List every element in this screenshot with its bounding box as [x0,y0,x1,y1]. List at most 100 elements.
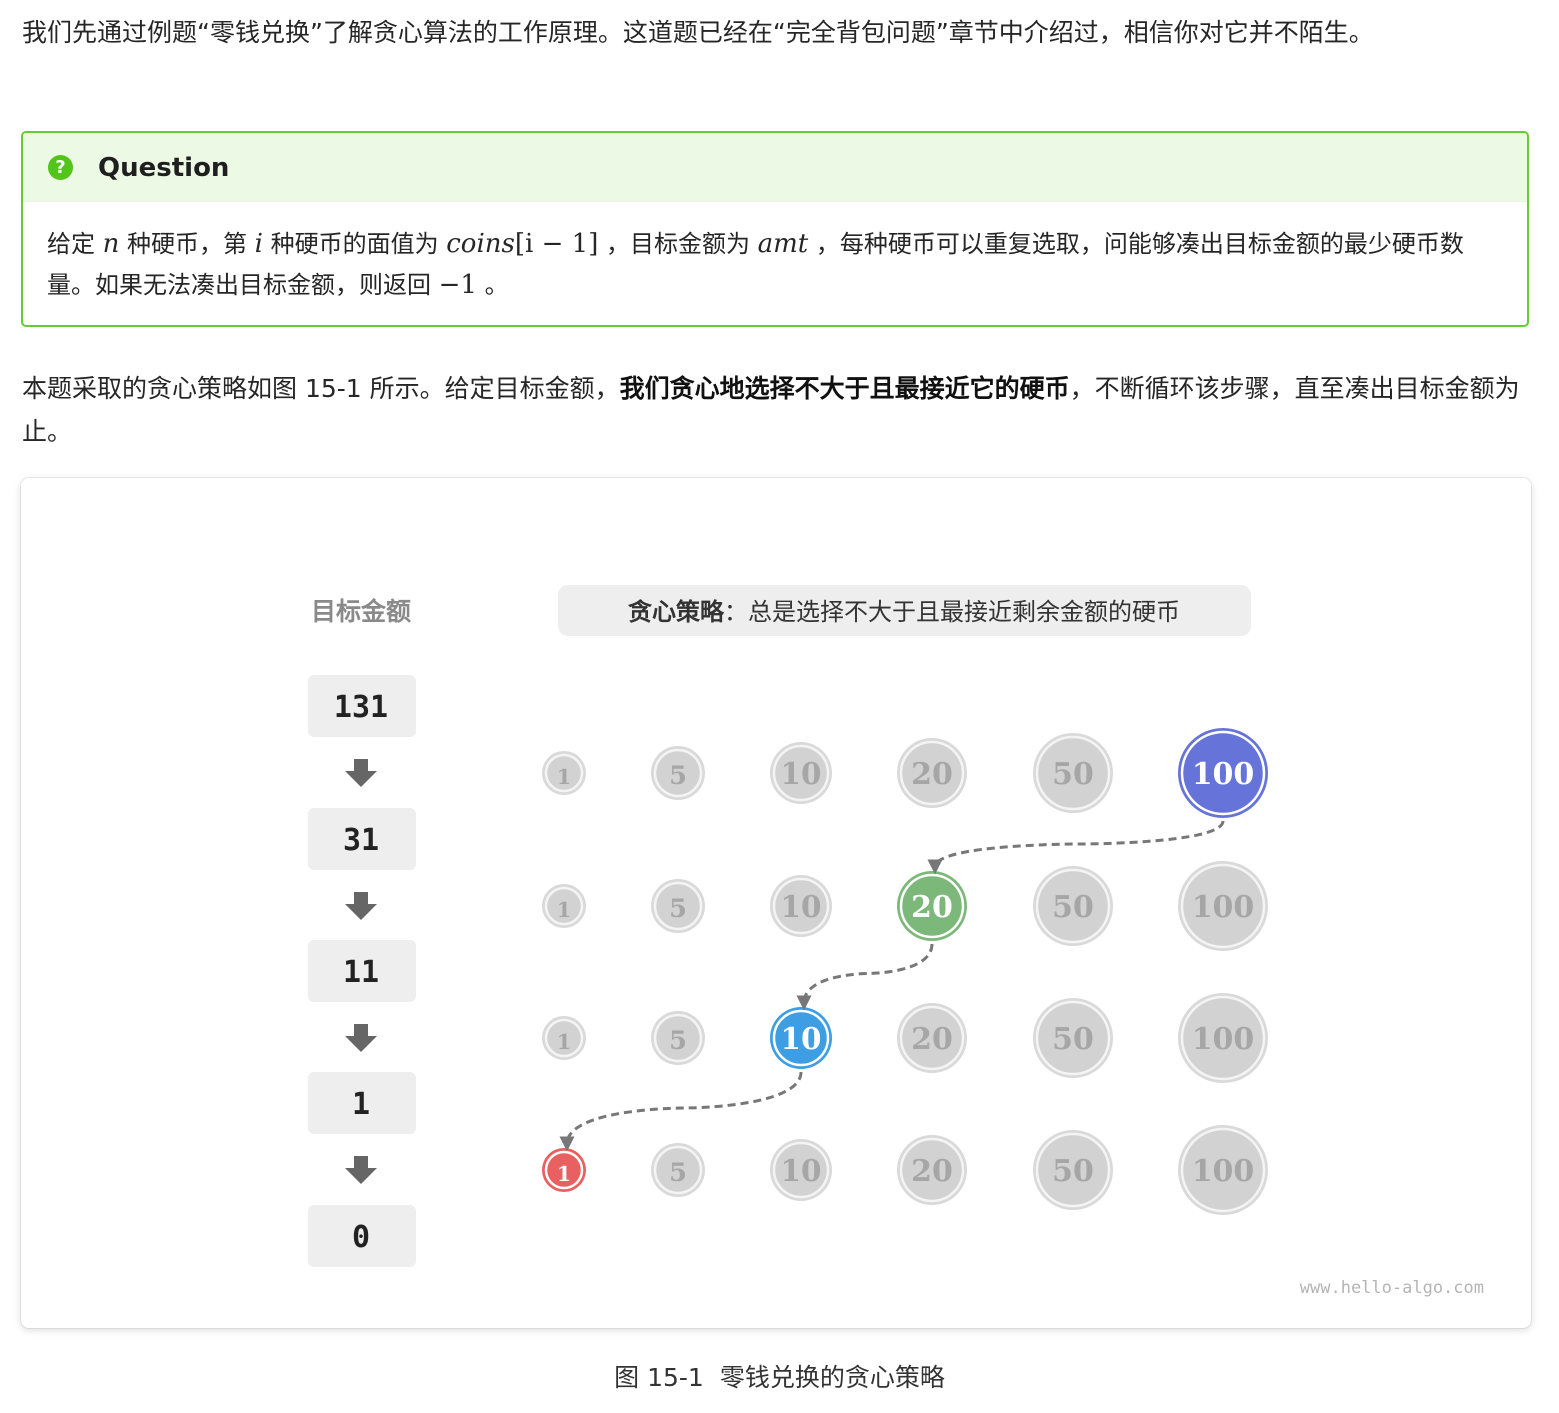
amount-box [308,808,416,870]
figure-caption: 图 15-1 零钱兑换的贪心策略 [0,1358,1559,1394]
coin-value: 100 [1192,1022,1255,1057]
watermark: www.hello-algo.com [1300,1278,1484,1298]
coin-ring [544,753,584,793]
coin-ring [772,1141,830,1199]
question-title: Question [98,152,230,183]
coin-selected-1 [542,1148,586,1192]
coin-ring [1035,735,1111,811]
coin-value: 20 [911,1154,953,1189]
coin-ring [653,1145,703,1195]
math-coins-index: [i − 1] [514,229,599,259]
question-circle-icon: ? [48,155,73,180]
strategy-text: ，不断循环该步骤，直至凑出目标金额为止。 [22,374,1520,446]
math-i: i [254,229,263,259]
question-text: 给定 [47,230,103,258]
coin-ring [1180,1127,1266,1213]
coin-value: 50 [1052,1154,1094,1189]
coin-ring [899,740,965,806]
coin-value: 1 [557,897,572,922]
amount-box [308,940,416,1002]
coin-ring [772,1009,830,1067]
coin-value: 10 [781,1021,822,1056]
coin-ring [1180,863,1266,949]
coin-value: 10 [781,1153,822,1188]
coin-ring [544,1150,584,1190]
question-text: ，目标金额为 [598,230,758,258]
coin-ring [1035,868,1111,944]
greedy-step-arrow [927,820,1225,875]
coin-value: 5 [669,1158,687,1188]
caption-number: 图 15-1 [614,1363,704,1392]
coin-value: 5 [669,894,687,924]
math-minus-one: −1 [438,270,477,300]
coin-ring [544,886,584,926]
coin-ring [544,1018,584,1058]
coin-ring [1035,1132,1111,1208]
coin-ring [653,748,703,798]
strategy-label-rest: ：总是选择不大于且最接近剩余金额的硬币 [724,598,1180,626]
down-arrow-icon [345,892,377,920]
coin-selected-20 [897,871,967,941]
amount-value: 131 [334,690,388,725]
coin-value: 1 [557,1161,572,1186]
coin-ring [772,877,830,935]
amount-value: 0 [352,1220,370,1255]
amount-value: 1 [352,1087,370,1122]
coin-value: 50 [1052,757,1094,792]
coin-value: 20 [911,890,953,925]
coin-ring [1035,1000,1111,1076]
coin-ring [899,1137,965,1203]
coin-ring [899,1005,965,1071]
math-n: n [102,229,120,259]
coin-value: 100 [1192,1154,1255,1189]
coin-value: 20 [911,1022,953,1057]
coin-value: 100 [1192,757,1255,792]
question-body: 给定 n 种硬币，第 i 种硬币的面值为 coins[i − 1] ，目标金额为… [23,202,1527,306]
coin-selected-10 [770,1007,832,1069]
question-text: 种硬币的面值为 [262,230,447,258]
coin-value: 1 [557,764,572,789]
question-text: 种硬币，第 [119,230,255,258]
down-arrow-icon [345,1156,377,1184]
coin-ring [1180,995,1266,1081]
amount-box [308,1205,416,1267]
strategy-text: 本题采取的贪心策略如图 15-1 所示。给定目标金额， [22,374,620,403]
coin-value: 50 [1052,1022,1094,1057]
strategy-label-bold: 贪心策略 [628,598,725,626]
amount-box [308,675,416,737]
coin-ring [1180,730,1266,816]
coin-value: 1 [557,1029,572,1054]
coin-ring [899,873,965,939]
caption-text: 零钱兑换的贪心策略 [719,1363,945,1392]
question-text: 。 [476,271,509,299]
coin-ring [772,744,830,802]
coin-value: 50 [1052,890,1094,925]
coin-value: 10 [781,889,822,924]
coin-value: 100 [1192,890,1255,925]
math-amt: amt [757,229,809,259]
coin-value: 5 [669,1026,687,1056]
question-text: ，每种硬币可以重复选取，问能够凑出目标金额的最少硬币数量。如果无法凑出目标金额，… [47,230,1464,299]
strategy-label: 贪心策略：总是选择不大于且最接近剩余金额的硬币 [628,598,1180,626]
coin-ring [653,881,703,931]
math-coins: coins [446,229,515,259]
greedy-step-arrow [796,943,934,1011]
greedy-step-arrow [559,1071,803,1152]
amount-value: 11 [343,955,379,990]
down-arrow-icon [345,759,377,787]
down-arrow-icon [345,1024,377,1052]
question-admonition: ? Question 给定 n 种硬币，第 i 种硬币的面值为 coins[i … [21,131,1529,327]
question-header[interactable]: ? Question [23,133,1527,202]
strategy-paragraph: 本题采取的贪心策略如图 15-1 所示。给定目标金额，我们贪心地选择不大于且最接… [22,367,1532,453]
intro-paragraph: 我们先通过例题“零钱兑换”了解贪心算法的工作原理。这道题已经在“完全背包问题”章… [22,18,1374,47]
coin-value: 5 [669,761,687,791]
coin-ring [653,1013,703,1063]
amount-box [308,1072,416,1134]
amount-column-title: 目标金额 [311,597,411,626]
strategy-bold-text: 我们贪心地选择不大于且最接近它的硬币 [619,374,1070,403]
amount-value: 31 [343,823,379,858]
strategy-label-box [558,585,1251,636]
coin-selected-100 [1178,728,1268,818]
